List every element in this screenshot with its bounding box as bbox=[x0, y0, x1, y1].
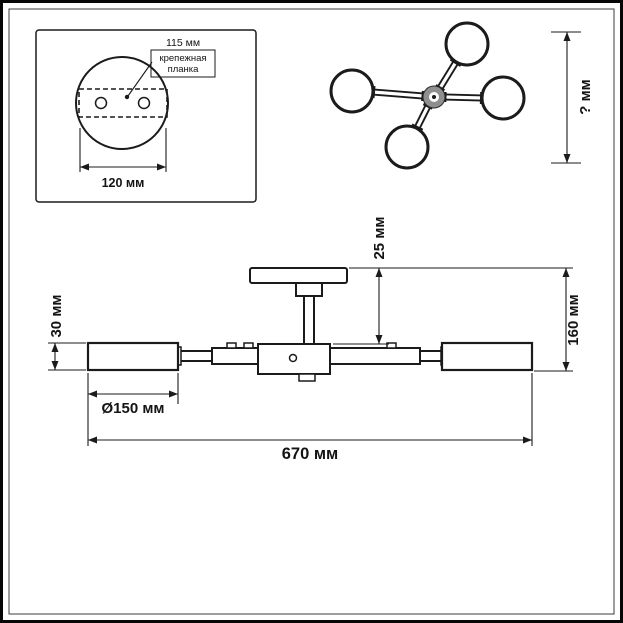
total-height-label: 160 мм bbox=[565, 294, 582, 345]
lamp-top bbox=[444, 21, 490, 67]
dimension-top-view-height: ? мм bbox=[551, 31, 594, 164]
shade-left bbox=[86, 341, 180, 372]
dimension-stem-height: 25 мм bbox=[333, 216, 573, 345]
technical-drawing-canvas: 115 мм крепежная планка 120 мм bbox=[8, 8, 615, 615]
arm-left bbox=[370, 85, 425, 102]
mounting-bracket-outline bbox=[78, 88, 168, 118]
canopy-circle bbox=[75, 56, 169, 150]
sheet-inner-border bbox=[8, 8, 615, 615]
hole-distance-label: 115 мм bbox=[166, 37, 200, 49]
canopy-step bbox=[295, 282, 323, 297]
ceiling-plate bbox=[249, 267, 348, 284]
lamp-bottom bbox=[384, 124, 430, 170]
bottom-tab bbox=[298, 373, 316, 382]
stem-height-label: 25 мм bbox=[371, 216, 388, 259]
dimension-shade-diameter: Ø150 мм bbox=[87, 373, 179, 417]
bracket-leader-line bbox=[127, 61, 153, 97]
bracket-label-line1: крепежная bbox=[159, 53, 206, 64]
side-view: 25 мм 30 мм 160 мм Ø150 мм 670 мм bbox=[48, 216, 582, 463]
bracket-hole-left bbox=[94, 96, 108, 110]
seam-tab bbox=[386, 342, 397, 349]
hub-center-dot bbox=[432, 95, 436, 99]
lamp-right bbox=[480, 75, 526, 121]
seam-tab bbox=[243, 342, 254, 349]
lamp-left bbox=[329, 68, 375, 114]
bracket-hole-right bbox=[137, 96, 151, 110]
top-view-height-label: ? мм bbox=[577, 79, 594, 115]
dimension-shade-height: 30 мм bbox=[48, 294, 86, 371]
dimension-plate-diameter: 120 мм bbox=[79, 128, 167, 190]
total-width-label: 670 мм bbox=[282, 445, 339, 463]
arm-right bbox=[443, 91, 485, 105]
top-view: ? мм bbox=[329, 21, 594, 170]
dimension-total-height: 160 мм bbox=[534, 268, 582, 372]
stem bbox=[303, 295, 315, 345]
side-arm-left bbox=[177, 350, 213, 362]
mounting-detail-inset: 115 мм крепежная планка 120 мм bbox=[35, 29, 257, 203]
bracket-label-line2: планка bbox=[168, 64, 200, 75]
seam-tab bbox=[226, 342, 237, 349]
shade-diameter-label: Ø150 мм bbox=[101, 400, 164, 417]
bracket-label-box bbox=[150, 49, 216, 78]
plate-diameter-label: 120 мм bbox=[102, 176, 145, 190]
screw bbox=[288, 353, 298, 363]
shade-right bbox=[440, 341, 534, 372]
shade-height-label: 30 мм bbox=[48, 294, 65, 337]
dimension-total-width: 670 мм bbox=[87, 373, 533, 463]
side-arm-right bbox=[419, 350, 443, 362]
